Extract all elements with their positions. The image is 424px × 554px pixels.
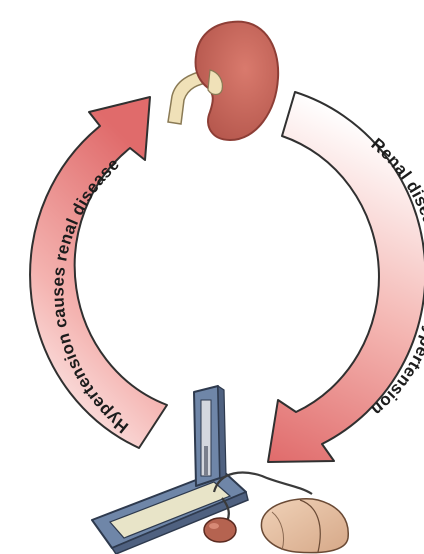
right-cycle-arrow [268,92,424,462]
kidney-icon [168,22,278,140]
